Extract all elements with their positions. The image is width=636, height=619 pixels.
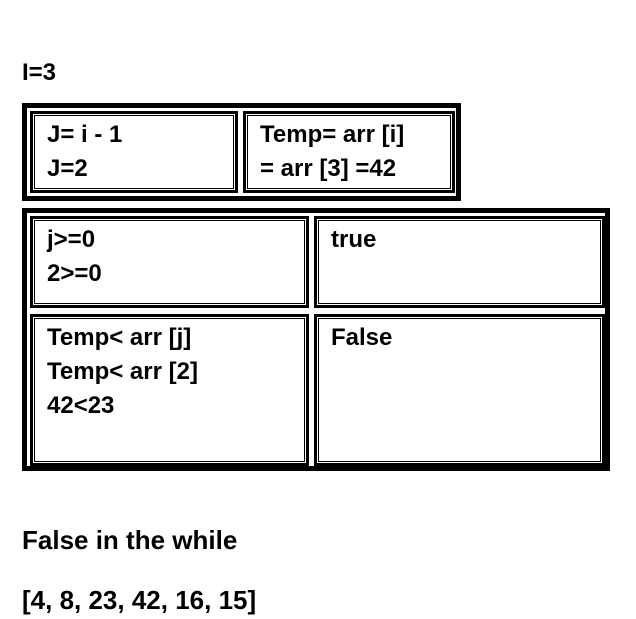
j-formula: J= i - 1 <box>47 121 123 148</box>
array-state: [4, 8, 23, 42, 16, 15] <box>22 585 257 615</box>
temp-value: = arr [3] =42 <box>260 155 397 182</box>
temp-formula: Temp= arr [i] <box>260 121 405 148</box>
temp-condition-evaluated: 42<23 <box>47 392 115 419</box>
j-assignment-cell: J= i - 1 J=2 <box>30 111 238 193</box>
temp-condition: Temp< arr [j] <box>47 324 192 351</box>
iteration-heading: I=3 <box>22 59 57 86</box>
temp-condition-substituted: Temp< arr [2] <box>47 358 198 385</box>
j-condition: j>=0 <box>47 226 96 253</box>
j-condition-result: true <box>331 226 377 253</box>
temp-condition-result: False <box>331 324 393 351</box>
temp-assignment-cell: Temp= arr [i] = arr [3] =42 <box>243 111 455 193</box>
j-condition-cell: j>=0 2>=0 <box>30 216 309 308</box>
temp-condition-result-cell: False <box>314 314 605 466</box>
while-result-note: False in the while <box>22 525 238 555</box>
temp-condition-cell: Temp< arr [j] Temp< arr [2] 42<23 <box>30 314 309 466</box>
condition-table: j>=0 2>=0 true Temp< arr [j] Temp< arr [… <box>22 208 610 471</box>
j-condition-evaluated: 2>=0 <box>47 260 102 287</box>
j-value: J=2 <box>47 155 88 182</box>
j-condition-result-cell: true <box>314 216 605 308</box>
assignment-table: J= i - 1 J=2 Temp= arr [i] = arr [3] =42 <box>22 103 461 201</box>
